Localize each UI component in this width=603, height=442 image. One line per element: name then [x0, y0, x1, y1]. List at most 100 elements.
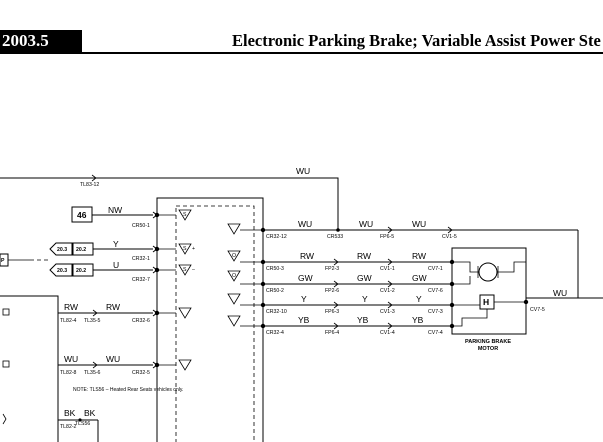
wire-color-label: Y [113, 239, 119, 249]
module-left-pins [152, 211, 160, 369]
wire-color-label: NW [108, 205, 122, 215]
wire-color-label: GW [298, 273, 313, 283]
wire-color-label: RW [106, 302, 120, 312]
wu-output: WU CV7-5 [523, 288, 603, 313]
connector-label: CV7-3 [428, 309, 443, 315]
symbol-label: O [232, 253, 236, 259]
harness-gw: CR50-2 GW FP2-6 GW CV1-2 GW CV7-6 [263, 273, 455, 294]
control-module-outline [156, 197, 264, 442]
wire-color-label: Y [301, 294, 307, 304]
reference-u: 20.3 20.2 U CR32-7 [49, 260, 153, 283]
connector-label: TL35-5 [84, 318, 101, 324]
connector-label: CV1-2 [380, 288, 395, 294]
wire-color-label: WU [298, 219, 312, 229]
connector-label: CR32-4 [266, 330, 284, 336]
harness-yb: CR32-4 YB FP6-4 YB CV1-4 YB CV7-4 [263, 315, 455, 336]
wire-color-label: BK [84, 408, 96, 418]
page-reference: 20.2 [76, 268, 86, 274]
wire-color-label: YB [298, 315, 310, 325]
motor-outline [451, 247, 527, 335]
connector-label: TL82-8 [60, 370, 77, 376]
parking-brake-motor: H PARKING BRAKE MOTOR [451, 247, 527, 352]
wire-color-label: WU [296, 166, 310, 176]
connector-label: CR32-10 [266, 309, 287, 315]
connector-label: TL35-6 [84, 370, 101, 376]
connector-label: CR32-1 [132, 256, 150, 262]
connector-label: CR32-12 [266, 234, 287, 240]
fuse-number: 46 [77, 210, 87, 220]
page-reference: 20.3 [57, 247, 67, 253]
connector-label: CV1-3 [380, 309, 395, 315]
sense-label: S [183, 246, 187, 252]
connector-label: FP2-6 [325, 288, 339, 294]
internal-output-symbols: O O [227, 223, 263, 327]
connector-label: CV7-4 [428, 330, 443, 336]
internal-symbols: S S + S – [157, 209, 195, 371]
motor-symbol [478, 262, 498, 282]
wire-color-label: RW [300, 251, 314, 261]
connector-label: TL82-4 [60, 318, 77, 324]
connector-label: CV7-5 [530, 307, 545, 313]
sense-label: S [183, 267, 187, 273]
connector-label: CR32-6 [132, 318, 150, 324]
connector-label: CV7-1 [428, 266, 443, 272]
connector-label: CR50-1 [132, 223, 150, 229]
page-header: 2003.5 Electronic Parking Brake; Variabl… [0, 0, 603, 54]
connector-label: CR32-5 [132, 370, 150, 376]
connector-label: CR32-7 [132, 277, 150, 283]
wire-color-label: Y [362, 294, 368, 304]
wire-color-label: WU [359, 219, 373, 229]
wire-color-label: BK [64, 408, 76, 418]
connector-label: CV1-4 [380, 330, 395, 336]
connector-label: FP6-5 [380, 234, 394, 240]
page-reference: 20.3 [57, 268, 67, 274]
hall-sensor-label: H [483, 297, 489, 307]
wire-color-label: GW [412, 273, 427, 283]
connector-label: FP6-3 [325, 309, 339, 315]
connector-label: CR50-3 [266, 266, 284, 272]
rw-circuit: RW TL82-4 RW TL35-5 CR32-6 [2, 302, 153, 324]
note-text: NOTE: TLS56 – Heated Rear Seats vehicles… [73, 387, 183, 393]
connector-label: FP6-4 [325, 330, 339, 336]
page-title: Electronic Parking Brake; Variable Assis… [232, 31, 601, 50]
harness-wu: CR32-12 WU CR533 WU FP6-5 WU CV1-5 [263, 219, 579, 298]
wire-color-label: WU [64, 354, 78, 364]
harness-rw: CR50-3 RW FP2-3 RW CV1-1 RW CV7-1 [263, 251, 455, 272]
internal-circuit-outline [175, 205, 255, 442]
connector-label: CR533 [327, 234, 343, 240]
reference-y: 20.3 20.2 Y CR32-1 [49, 239, 153, 262]
wire-color-label: YB [412, 315, 424, 325]
wire-color-label: YB [357, 315, 369, 325]
bk-ground: BK BK TL82-2 TLS56 [2, 408, 99, 442]
symbol-label: O [232, 273, 236, 279]
wire-color-label: WU [553, 288, 567, 298]
connector-label: CV1-1 [380, 266, 395, 272]
connector-label: FP2-3 [325, 266, 339, 272]
sense-label: S [183, 212, 187, 218]
polarity-label: + [192, 246, 195, 252]
wire-color-label: Y [416, 294, 422, 304]
component-label: MOTOR [478, 346, 498, 352]
wire-color-label: WU [412, 219, 426, 229]
connector-label: TL83-12 [80, 182, 99, 188]
header-rule [0, 52, 603, 54]
connector-label: TL82-2 [60, 424, 77, 430]
wire-color-label: RW [64, 302, 78, 312]
p-reference: P [0, 253, 50, 267]
wire-color-label: RW [357, 251, 371, 261]
wire-color-label: RW [412, 251, 426, 261]
harness-y: CR32-10 Y FP6-3 Y CV1-3 Y CV7-3 [263, 294, 455, 315]
fuse-feed: 46 NW CR50-1 [71, 205, 153, 229]
p-label: P [1, 258, 5, 264]
wire-color-label: U [113, 260, 119, 270]
connector-label: TLS56 [75, 421, 90, 427]
left-module-outline [0, 295, 59, 442]
connector-label: CR50-2 [266, 288, 284, 294]
wire-color-label: GW [357, 273, 372, 283]
top-wu-wire: WU TL83-12 [0, 166, 339, 230]
connector-label: CV1-5 [442, 234, 457, 240]
polarity-label: – [192, 267, 195, 273]
model-year-badge: 2003.5 [0, 30, 82, 52]
component-label: PARKING BRAKE [465, 339, 511, 345]
